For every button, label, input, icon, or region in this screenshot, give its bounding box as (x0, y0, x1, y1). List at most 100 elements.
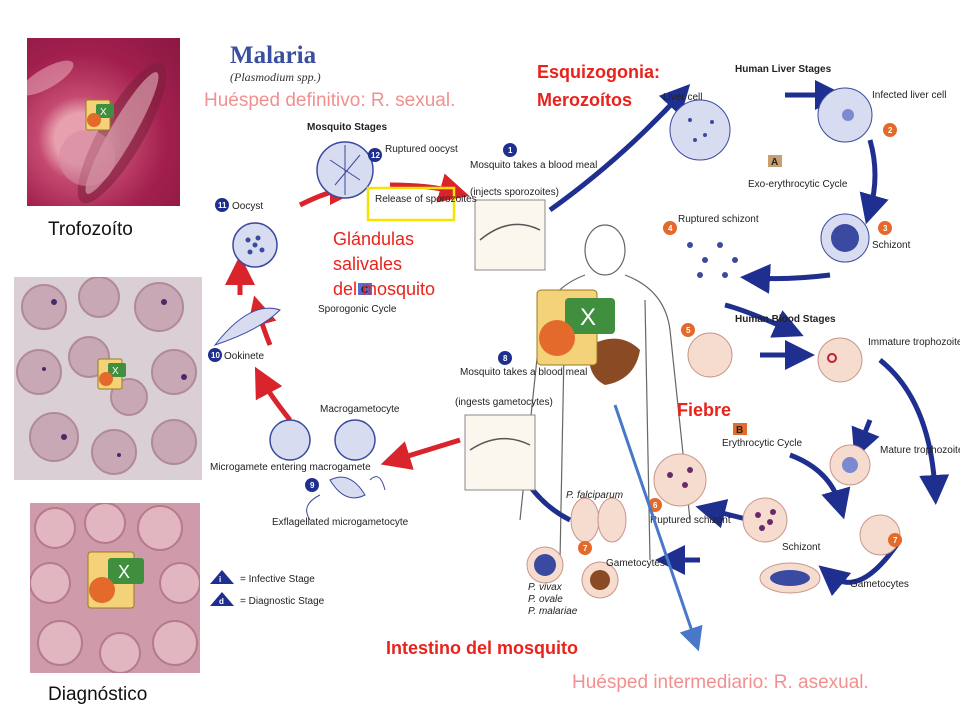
schizogony-annotation: Esquizogonia: (537, 62, 660, 82)
svg-text:X: X (112, 366, 119, 377)
injects-sporozoites-label: (injects sporozoites) (470, 187, 559, 198)
svg-text:X: X (118, 562, 130, 582)
rbc-ring-stage (817, 337, 863, 383)
sporozoite-highlight-box (366, 186, 456, 222)
svg-text:9: 9 (310, 481, 315, 490)
diagnosis-caption: Diagnóstico (48, 684, 148, 705)
liver-shape (589, 338, 640, 385)
legend-infective: i= Infective Stage (210, 570, 315, 585)
stage-marker-2: 2 (883, 123, 897, 137)
legend-diagnostic: d = Diagnostic Stage (210, 592, 325, 607)
glands-annotation-line1: Glándulas (333, 229, 415, 249)
p-vivax-label: P. vivax (528, 582, 563, 593)
stage-marker-7b: 7 (578, 541, 592, 555)
svg-text:11: 11 (218, 201, 227, 210)
ookinete-cell (213, 307, 281, 346)
ookinete-label: Ookinete (224, 351, 264, 362)
svg-text:4: 4 (668, 224, 673, 233)
oocyst-label: Oocyst (232, 201, 263, 212)
stage-marker-4: 4 (663, 221, 677, 235)
trophozoite-caption: Trofozoíto (48, 219, 133, 240)
ruptured-schizont-blood-label: Ruptured schizont (650, 515, 731, 526)
oocyst-cell (232, 222, 278, 268)
stage-marker-12: 12 (368, 148, 382, 162)
schizont-liver (820, 213, 870, 263)
svg-text:10: 10 (211, 351, 220, 360)
stage-letter-a: A (768, 155, 782, 168)
stage-marker-9: 9 (305, 478, 319, 492)
microgamete-entering-label: Microgamete entering macrogamete (210, 462, 371, 473)
stage-marker-7: 7 (888, 533, 902, 547)
liver-cell-label: Liver cell (663, 92, 702, 103)
infected-liver-cell (817, 87, 873, 143)
ingests-gametocytes-label: (ingests gametocytes) (455, 397, 553, 408)
mature-trophozoite-label: Mature trophozoite (880, 445, 960, 456)
stage-marker-10: 10 (208, 348, 222, 362)
falciparum-gametocyte-2 (597, 497, 627, 543)
svg-text:C: C (361, 285, 368, 296)
svg-text:2: 2 (888, 126, 893, 135)
gut-annotation: Intestino del mosquito (386, 638, 578, 658)
exo-cycle-label: Exo-erythrocytic Cycle (748, 179, 848, 190)
svg-text:i: i (219, 575, 221, 584)
svg-text:8: 8 (503, 354, 508, 363)
exflagellated-cell (306, 476, 386, 521)
svg-text:X: X (100, 107, 107, 118)
exflagellated-label: Exflagellated microgametocyte (272, 517, 409, 528)
diagram-title: Malaria (230, 42, 317, 69)
trophozoite-micrograph-art (27, 60, 167, 204)
svg-text:7: 7 (893, 536, 898, 545)
svg-text:d: d (219, 597, 224, 606)
mosquito-stages-label: Mosquito Stages (307, 122, 387, 133)
release-sporozoites-label: Release of sporozoites (375, 194, 477, 205)
rbc-schizont (742, 497, 788, 543)
blood-smear-micrograph: X (14, 277, 202, 480)
diagnosis-micrograph-art (30, 503, 200, 673)
svg-text:3: 3 (883, 224, 888, 233)
intermediate-host-arrow (613, 404, 703, 652)
svg-text:7: 7 (583, 544, 588, 553)
svg-text:1: 1 (508, 146, 513, 155)
svg-text:= Diagnostic Stage: = Diagnostic Stage (240, 596, 325, 607)
rbc-ruptured-schizont (653, 453, 707, 507)
svg-text:X: X (580, 304, 596, 331)
erythrocytic-cycle-label: Erythrocytic Cycle (722, 438, 802, 449)
macrogametocyte-label: Macrogametocyte (320, 404, 400, 415)
diagram-subtitle: (Plasmodium spp.) (230, 70, 321, 84)
definitive-host-annotation: Huésped definitivo: R. sexual. (204, 90, 456, 111)
office-file-icon: X (82, 98, 118, 134)
infected-liver-cell-label: Infected liver cell (872, 90, 946, 101)
mosquito-meal-8-box (464, 414, 536, 491)
p-malariae-label: P. malariae (528, 606, 578, 617)
mosquito-meal-8-label: Mosquito takes a blood meal (460, 367, 587, 378)
svg-text:B: B (736, 425, 743, 436)
falciparum-gametocyte (570, 497, 600, 543)
stage-marker-1: 1 (503, 143, 517, 157)
mosquito-meal-1-label: Mosquito takes a blood meal (470, 160, 597, 171)
svg-text:12: 12 (371, 151, 380, 160)
svg-text:A: A (771, 157, 778, 168)
ruptured-oocyst-label: Ruptured oocyst (385, 144, 458, 155)
stage-marker-11: 11 (215, 198, 229, 212)
ruptured-oocyst-cell (316, 141, 374, 199)
stage-letter-b: B (733, 423, 747, 436)
trophozoite-micrograph: X (27, 38, 180, 206)
office-file-icon: X (525, 280, 625, 380)
schizont-label: Schizont (872, 240, 911, 251)
p-falciparum-label: P. falciparum (566, 490, 623, 501)
liver-cell (669, 99, 731, 161)
office-file-icon: X (80, 548, 150, 618)
svg-text:6: 6 (653, 501, 658, 510)
stage-marker-8: 8 (498, 351, 512, 365)
sporogonic-cycle-label: Sporogonic Cycle (318, 304, 397, 315)
rbc-5 (687, 332, 733, 378)
glands-annotation-line3: del mosquito (333, 279, 436, 299)
blood-smear-art (16, 277, 197, 475)
merozoites-annotation: Merozoítos (537, 90, 633, 110)
human-blood-stages-label: Human Blood Stages (735, 314, 836, 325)
gametocytes-label-b: Gametocytes (606, 558, 665, 569)
ruptured-schizont-label: Ruptured schizont (678, 214, 759, 225)
rbc-gametocytes (859, 514, 901, 556)
human-liver-stages-label: Human Liver Stages (735, 64, 832, 75)
